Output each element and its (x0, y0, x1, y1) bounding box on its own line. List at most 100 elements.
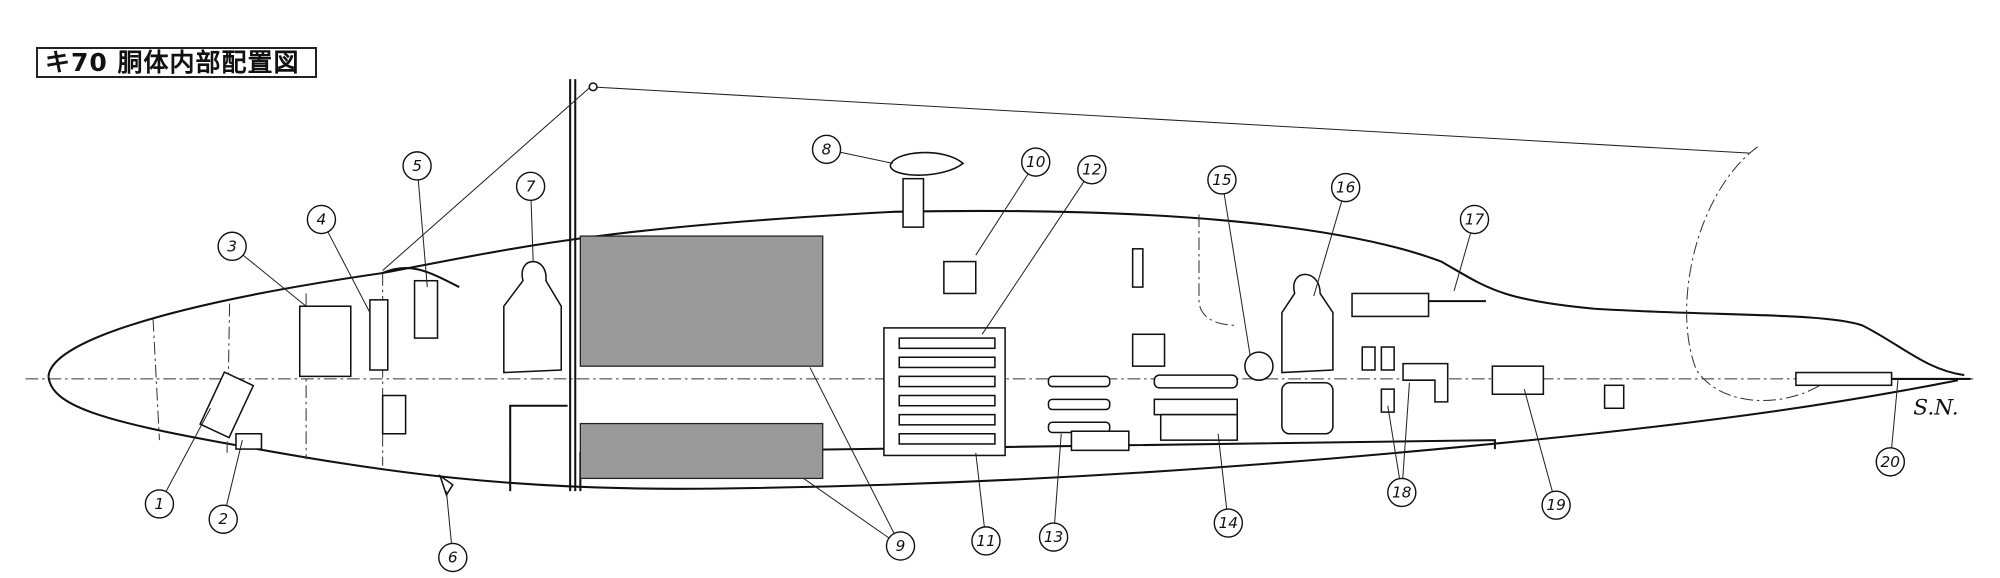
callout-leader (165, 408, 211, 492)
radio-units (898, 337, 996, 445)
pilot-figure (503, 260, 562, 374)
astrodome (889, 151, 965, 176)
callout-circle (144, 489, 175, 519)
callout-circle (1459, 204, 1490, 235)
callout-leader (975, 452, 985, 528)
lower-hatch (235, 433, 263, 450)
fuselage-bottom-outline (47, 376, 1959, 490)
fuel-tank-upper (579, 235, 824, 367)
rear-gun (1351, 292, 1430, 318)
fuel-tank-lower (579, 422, 824, 480)
callout-circle (1330, 172, 1361, 203)
callout-16: 16 (1313, 172, 1361, 297)
callout-number: 12 (1082, 161, 1101, 179)
callout-circle (438, 542, 468, 573)
callout-number: 20 (1881, 453, 1900, 471)
callout-leader (417, 179, 428, 288)
callout-number: 13 (1044, 528, 1063, 546)
callout-leader (1313, 200, 1343, 297)
callout-number: 14 (1219, 514, 1238, 532)
compass (943, 260, 977, 295)
callout-number: 6 (448, 548, 458, 566)
callout-leader (1217, 433, 1228, 510)
callout-leader (530, 200, 534, 262)
nose-equipment (298, 305, 352, 378)
callout-circle (217, 231, 247, 262)
callout-circle (306, 204, 337, 235)
windscreen (382, 266, 460, 288)
callout-17: 17 (1453, 204, 1490, 292)
callout-3: 3 (217, 231, 307, 307)
tail-equipment (1491, 365, 1545, 395)
callout-number: 3 (227, 237, 237, 255)
callout-number: 17 (1465, 210, 1485, 228)
astrodome-mount (902, 177, 925, 228)
callout-circle (811, 134, 842, 165)
callout-12: 12 (981, 155, 1107, 335)
callout-leader (327, 231, 371, 313)
oxygen-bottles (1047, 375, 1130, 452)
tail-fin-outline (1686, 146, 1825, 402)
duct (1402, 362, 1449, 403)
wire-insulator (588, 82, 598, 92)
inspection-panel (1603, 384, 1625, 410)
callout-19: 19 (1523, 388, 1571, 520)
callout-8: 8 (811, 134, 893, 165)
callout-number: 4 (317, 210, 327, 228)
instrument-panel (369, 299, 389, 371)
artist-signature: S.N. (1913, 396, 1958, 421)
callout-1: 1 (144, 408, 211, 519)
rear-seat (1281, 381, 1334, 435)
antenna-wire-front (382, 86, 591, 271)
callout-circle (1077, 155, 1107, 185)
callout-leader (1054, 433, 1062, 524)
callout-circle (515, 171, 546, 202)
callout-circle (1038, 522, 1069, 552)
callout-circle (208, 504, 238, 534)
callout-circle (1207, 165, 1237, 195)
callout-number: 16 (1336, 179, 1356, 197)
callout-10: 10 (975, 147, 1051, 256)
callout-circle (1020, 147, 1051, 177)
fuselage-top-outline (47, 209, 1965, 377)
pitot (438, 473, 454, 497)
callout-leader (226, 440, 243, 506)
callout-number: 5 (412, 157, 422, 175)
callout-4: 4 (306, 204, 371, 313)
callout-13: 13 (1038, 433, 1069, 552)
callout-leader (809, 367, 895, 534)
callout-number: 19 (1546, 496, 1565, 514)
callout-6: 6 (438, 491, 468, 573)
callout-2: 2 (208, 440, 243, 534)
gunner-figure (1281, 273, 1334, 374)
callout-leader (1223, 193, 1251, 355)
gun-ring (1244, 351, 1274, 381)
ammo-box-1 (1361, 346, 1376, 371)
callout-circle (1541, 490, 1571, 520)
callout-number: 9 (896, 537, 906, 555)
callout-number: 2 (218, 510, 228, 528)
camera-equipment (1131, 248, 1239, 441)
callout-leader (1453, 232, 1472, 292)
control-column (413, 279, 439, 339)
callout-circle (1387, 477, 1417, 508)
callout-leader (1523, 388, 1553, 492)
callout-number: 11 (976, 532, 995, 550)
callout-number: 10 (1026, 153, 1045, 171)
callout-circle (1875, 447, 1906, 477)
callout-leader (1402, 382, 1410, 479)
callout-number: 18 (1392, 483, 1412, 501)
callout-leader (445, 491, 452, 544)
nose-gun (199, 371, 255, 439)
callout-14: 14 (1213, 433, 1244, 538)
callout-leader (1387, 405, 1401, 479)
callout-leader (242, 254, 307, 307)
callout-11: 11 (971, 452, 1001, 556)
ammo-box-3 (1380, 388, 1395, 413)
callout-7: 7 (515, 171, 546, 262)
callout-leader (803, 477, 890, 539)
callout-circle (402, 151, 432, 181)
tail-gun (1795, 371, 1893, 387)
